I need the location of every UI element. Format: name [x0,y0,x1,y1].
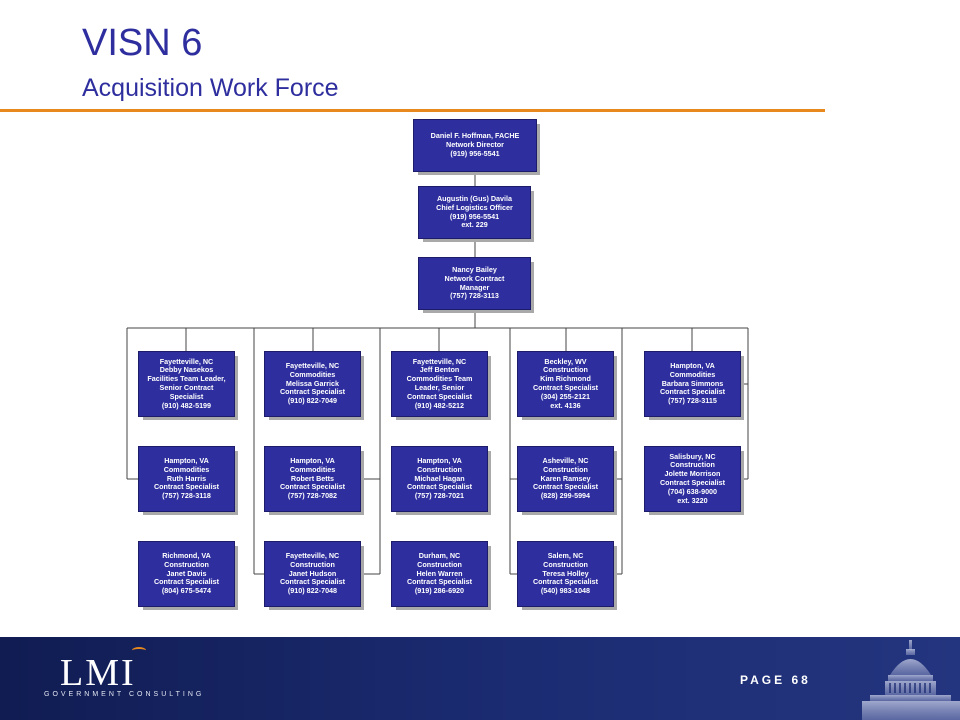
org-box-director: Daniel F. Hoffman, FACHE Network Directo… [413,119,537,172]
manager-text: Nancy Bailey Network Contract Manager (7… [444,264,505,301]
specialist-text: Hampton, VA Commodities Barbara Simmons … [659,361,726,406]
specialist-text: Asheville, NC Construction Karen Ramsey … [532,456,599,501]
org-box-specialist: Fayetteville, NC Commodities Melissa Gar… [264,351,361,417]
specialist-text: Fayetteville, NC Debby Nasekos Facilitie… [147,356,226,410]
slide-subtitle: Acquisition Work Force [82,74,339,102]
logistics-text: Augustin (Gus) Davila Chief Logistics Of… [436,193,513,230]
org-box-specialist: Fayetteville, NC Construction Janet Huds… [264,541,361,607]
footer-bar [0,637,960,720]
org-chart-connectors [126,171,749,575]
org-box-specialist: Hampton, VA Construction Michael Hagan C… [391,446,488,512]
specialist-text: Hampton, VA Construction Michael Hagan C… [406,456,473,501]
specialist-text: Salisbury, NC Construction Jolette Morri… [659,451,726,505]
specialist-text: Fayetteville, NC Construction Janet Huds… [279,551,346,596]
specialist-text: Richmond, VA Construction Janet Davis Co… [153,551,220,596]
org-box-specialist: Fayetteville, NC Debby Nasekos Facilitie… [138,351,235,417]
org-box-specialist: Hampton, VA Commodities Barbara Simmons … [644,351,741,417]
org-box-specialist: Beckley, WV Construction Kim Richmond Co… [517,351,614,417]
specialist-text: Salem, NC Construction Teresa Holley Con… [532,551,599,596]
org-box-specialist: Salem, NC Construction Teresa Holley Con… [517,541,614,607]
org-box-manager: Nancy Bailey Network Contract Manager (7… [418,257,531,310]
org-box-specialist: Hampton, VA Commodities Ruth Harris Cont… [138,446,235,512]
slide-title: VISN 6 [82,22,203,64]
director-text: Daniel F. Hoffman, FACHE Network Directo… [430,131,520,158]
specialist-text: Fayetteville, NC Jeff Benton Commodities… [406,356,473,410]
page-number: PAGE 68 [740,673,811,687]
org-box-specialist: Salisbury, NC Construction Jolette Morri… [644,446,741,512]
title-divider [0,109,825,112]
org-box-specialist: Durham, NC Construction Helen Warren Con… [391,541,488,607]
org-box-specialist: Asheville, NC Construction Karen Ramsey … [517,446,614,512]
org-box-specialist: Hampton, VA Commodities Robert Betts Con… [264,446,361,512]
org-box-logistics: Augustin (Gus) Davila Chief Logistics Of… [418,186,531,239]
lmi-logo: LMI [60,652,136,694]
logo-tagline: GOVERNMENT CONSULTING [44,691,205,698]
capitol-dome-icon [862,640,960,720]
org-box-specialist: Fayetteville, NC Jeff Benton Commodities… [391,351,488,417]
specialist-text: Fayetteville, NC Commodities Melissa Gar… [279,361,346,406]
org-box-specialist: Richmond, VA Construction Janet Davis Co… [138,541,235,607]
specialist-text: Durham, NC Construction Helen Warren Con… [406,551,473,596]
specialist-text: Beckley, WV Construction Kim Richmond Co… [532,356,599,410]
specialist-text: Hampton, VA Commodities Ruth Harris Cont… [153,456,220,501]
logo-accent-icon [132,647,146,654]
specialist-text: Hampton, VA Commodities Robert Betts Con… [279,456,346,501]
